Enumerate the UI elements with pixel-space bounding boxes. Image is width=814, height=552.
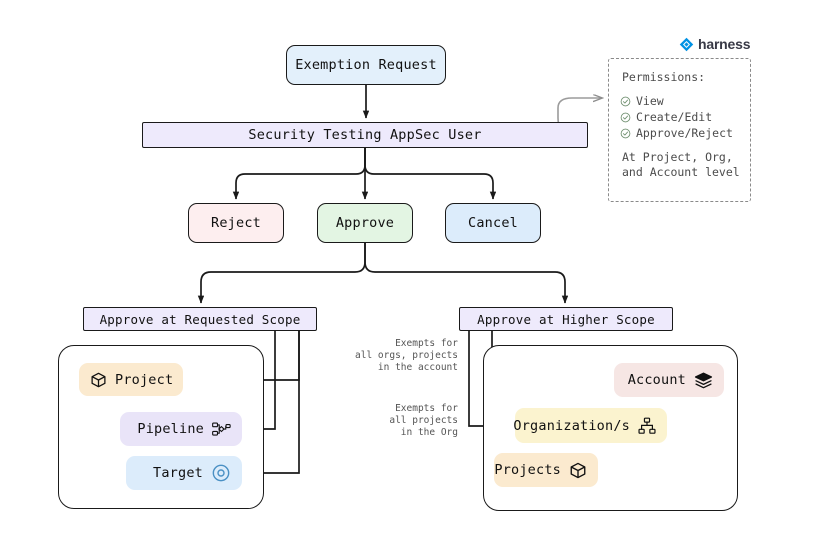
harness-logo: harness (679, 36, 750, 52)
node-label: Organization/s (513, 417, 630, 434)
node-label: Projects (494, 462, 561, 478)
check-circle-icon (620, 128, 631, 139)
node-project[interactable]: Project (79, 363, 183, 396)
permission-item-view: View (620, 93, 740, 109)
node-label: Target (153, 465, 203, 481)
cube-icon (569, 461, 587, 480)
permissions-panel: Permissions: View Create/Edit (608, 58, 751, 202)
node-security-testing-appsec-user[interactable]: Security Testing AppSec User (142, 122, 588, 148)
node-account[interactable]: Account (614, 363, 724, 397)
harness-diamond-icon (679, 37, 694, 52)
approve-label: Approve (335, 215, 395, 231)
annotation-account-exempts: Exempts for all orgs, projects in the ac… (355, 338, 458, 373)
permission-label: Create/Edit (636, 110, 713, 124)
node-projects[interactable]: Projects (494, 453, 598, 487)
pipeline-icon (212, 421, 231, 438)
node-label: Security Testing AppSec User (248, 127, 482, 143)
scope-label: Approve at Requested Scope (99, 311, 301, 327)
scope-label: Approve at Higher Scope (477, 311, 655, 327)
node-label: Pipeline (137, 421, 204, 437)
harness-wordmark: harness (698, 36, 751, 52)
node-approve-at-requested-scope[interactable]: Approve at Requested Scope (83, 307, 317, 331)
permission-label: Approve/Reject (636, 126, 733, 140)
check-circle-icon (620, 112, 631, 123)
reject-button[interactable]: Reject (188, 203, 284, 243)
node-approve-at-higher-scope[interactable]: Approve at Higher Scope (459, 307, 673, 331)
layers-icon (694, 371, 713, 390)
node-exemption-request[interactable]: Exemption Request (286, 45, 446, 85)
node-pipeline[interactable]: Pipeline (120, 412, 242, 446)
org-chart-icon (638, 417, 656, 435)
permission-item-approve-reject: Approve/Reject (620, 125, 740, 141)
permissions-footer: At Project, Org, and Account level (622, 150, 740, 179)
node-target[interactable]: Target (126, 456, 242, 490)
cancel-label: Cancel (468, 215, 518, 231)
cube-icon (90, 371, 107, 389)
annotation-org-exempts: Exempts for all projects in the Org (389, 403, 458, 438)
permission-item-create-edit: Create/Edit (620, 109, 740, 125)
approve-button[interactable]: Approve (317, 203, 413, 243)
permissions-title: Permissions: (622, 70, 706, 84)
node-organizations[interactable]: Organization/s (513, 408, 667, 443)
node-label: Account (627, 372, 686, 388)
target-icon (211, 463, 231, 483)
node-label: Project (115, 371, 174, 388)
reject-label: Reject (211, 215, 261, 231)
check-circle-icon (620, 96, 631, 107)
cancel-button[interactable]: Cancel (445, 203, 541, 243)
node-label: Exemption Request (295, 57, 437, 73)
permission-label: View (636, 94, 664, 108)
